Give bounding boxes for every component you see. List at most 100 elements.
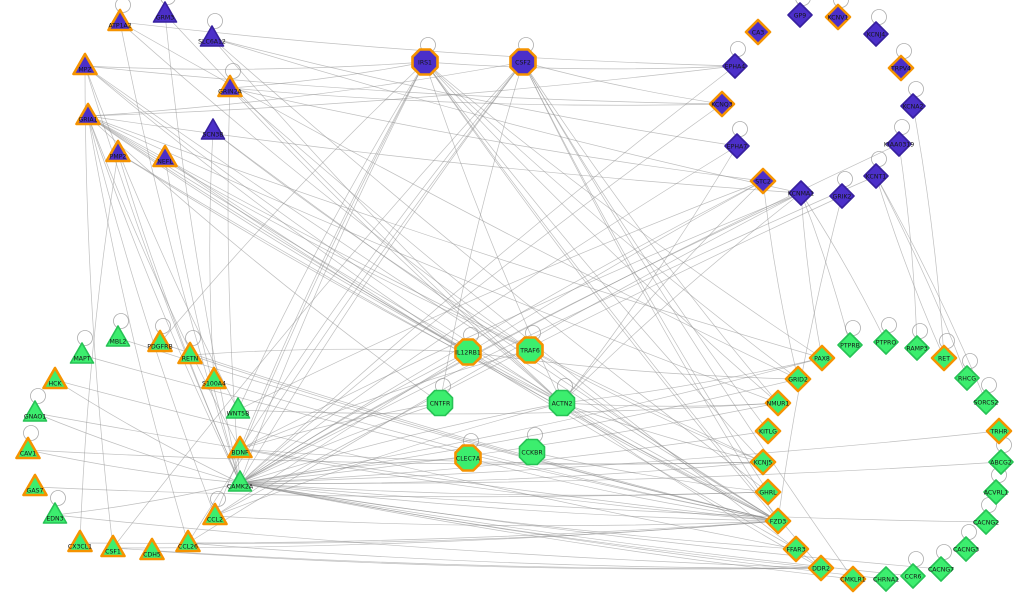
diamond-node-shape — [807, 554, 835, 582]
diamond-node-shape — [928, 556, 954, 582]
graph-edge — [522, 61, 723, 105]
graph-node[interactable]: WNT5B — [225, 397, 251, 419]
graph-node[interactable]: CA3 — [744, 18, 772, 46]
graph-node[interactable]: ATP1A2 — [107, 8, 133, 32]
graph-node[interactable]: CAV1 — [15, 436, 41, 460]
graph-node[interactable]: RAMP3 — [904, 335, 930, 361]
graph-edge — [239, 192, 802, 484]
self-loop-edge — [962, 353, 978, 369]
self-loop-edge — [981, 377, 997, 393]
graph-edge — [529, 349, 764, 463]
graph-node[interactable]: SCN3B — [200, 118, 226, 140]
graph-node[interactable]: SLC6A12 — [198, 25, 226, 47]
graph-edge — [117, 152, 241, 484]
graph-node[interactable]: EDN3 — [42, 502, 68, 524]
graph-node[interactable]: MPZ — [72, 52, 98, 76]
graph-node[interactable]: KCNJ4 — [863, 21, 889, 47]
graph-node[interactable]: CX3CL1 — [67, 529, 93, 553]
graph-node[interactable]: IRS1 — [411, 48, 439, 76]
graph-node[interactable]: CSF1 — [100, 534, 126, 558]
graph-node[interactable]: EPHA4 — [722, 53, 748, 79]
graph-edge — [211, 37, 563, 404]
graph-edge — [54, 379, 797, 550]
graph-node[interactable]: KCNV1 — [824, 3, 852, 31]
graph-node[interactable]: GRID2 — [784, 365, 812, 393]
graph-node[interactable]: CNTFR — [426, 389, 454, 417]
self-loop-edge — [936, 544, 952, 560]
graph-node[interactable]: TRHR — [985, 417, 1013, 445]
graph-node[interactable]: CLEC7A — [454, 444, 482, 472]
self-loop-edge — [894, 119, 910, 135]
graph-node[interactable]: KCNA2 — [900, 93, 926, 119]
graph-node[interactable]: CCKBR — [518, 438, 546, 466]
octagon-node-shape — [426, 389, 454, 417]
graph-edge — [239, 145, 738, 484]
graph-node[interactable]: GRM3 — [152, 1, 178, 23]
graph-node[interactable]: KIAA0319 — [884, 131, 914, 157]
diamond-node-shape — [985, 417, 1013, 445]
self-loop-edge — [160, 0, 176, 5]
graph-node[interactable]: CACNG3 — [953, 536, 979, 562]
octagon-node-shape — [454, 338, 482, 366]
graph-node[interactable]: RHCG — [954, 365, 980, 391]
graph-node[interactable]: GAS7 — [22, 473, 48, 497]
graph-edge — [87, 115, 779, 404]
graph-node[interactable]: NEFL — [152, 144, 178, 168]
graph-edge — [87, 115, 189, 544]
graph-node[interactable]: GRIA1 — [75, 102, 101, 126]
graph-edge — [79, 520, 779, 544]
self-loop-edge — [908, 551, 924, 567]
graph-node[interactable]: KCNQ3 — [708, 90, 736, 118]
triangle-node-shape — [67, 529, 93, 553]
graph-node[interactable]: CSF2 — [509, 48, 537, 76]
graph-edge — [800, 192, 823, 359]
graph-node[interactable]: PTPRB — [837, 332, 863, 358]
graph-node[interactable]: ACTN2 — [548, 389, 576, 417]
triangle-node-shape — [75, 102, 101, 126]
graph-node[interactable]: CHRNA1 — [873, 566, 899, 592]
self-loop-edge — [912, 323, 928, 339]
graph-node[interactable]: KCNT1 — [863, 163, 889, 189]
graph-node[interactable]: RET — [930, 344, 958, 372]
graph-edge — [237, 402, 779, 415]
graph-node[interactable]: GP9 — [787, 2, 813, 28]
graph-node[interactable]: PAX8 — [808, 344, 836, 372]
graph-edge — [522, 61, 769, 432]
graph-node[interactable]: FFAR3 — [782, 535, 810, 563]
graph-node[interactable]: GRIK2 — [829, 183, 855, 209]
graph-node[interactable]: MAPT — [69, 342, 95, 364]
graph-node[interactable]: PDGFRB — [147, 329, 173, 353]
graph-node[interactable]: KITLG — [754, 417, 782, 445]
graph-node[interactable]: TRPV4 — [887, 54, 915, 82]
graph-node[interactable]: CACNG7 — [928, 556, 954, 582]
self-loop-edge — [77, 330, 93, 346]
graph-node[interactable]: NMUR1 — [764, 389, 792, 417]
graph-edge — [117, 337, 779, 522]
graph-node[interactable]: EPHA7 — [724, 133, 750, 159]
graph-node[interactable]: GHRL — [754, 478, 782, 506]
graph-edge — [239, 61, 426, 450]
graph-edge — [561, 145, 738, 404]
graph-edge — [81, 354, 779, 522]
graph-node[interactable]: TRAF6 — [516, 336, 544, 364]
triangle-node-shape — [100, 534, 126, 558]
graph-edge — [229, 87, 822, 569]
graph-node[interactable]: HCK — [42, 366, 68, 390]
graph-node[interactable]: IL12RB1 — [454, 338, 482, 366]
graph-node[interactable]: CACNG2 — [973, 509, 999, 535]
graph-edge — [87, 115, 469, 353]
graph-edge — [239, 448, 779, 522]
triangle-node-shape — [107, 8, 133, 32]
graph-node[interactable]: CDH5 — [139, 537, 165, 561]
diamond-node-shape — [788, 180, 814, 206]
graph-node[interactable]: GNAO1 — [22, 400, 48, 422]
graph-node[interactable]: KCNMA1 — [788, 180, 814, 206]
graph-node[interactable]: SORCS2 — [973, 389, 999, 415]
graph-node[interactable]: PTPRO — [873, 329, 899, 355]
diamond-node-shape — [900, 563, 926, 589]
self-loop-edge — [185, 330, 201, 346]
graph-node[interactable]: ACVRL1 — [983, 479, 1009, 505]
graph-node[interactable]: CCL26 — [175, 529, 201, 553]
graph-node[interactable]: MBL2 — [105, 325, 131, 347]
graph-node[interactable]: CCL2 — [202, 502, 228, 526]
